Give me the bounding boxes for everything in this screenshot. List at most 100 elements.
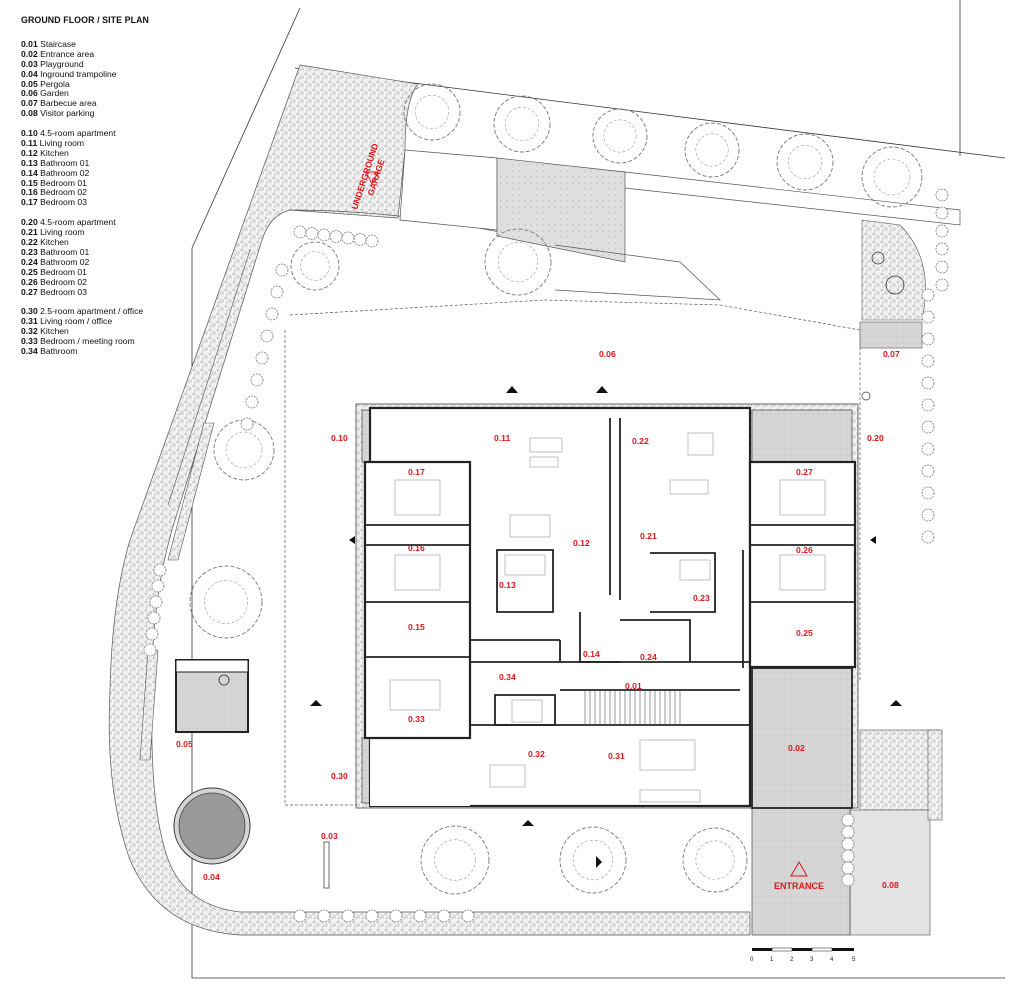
legend-code: 0.06 <box>21 88 38 99</box>
label-0-10: 0.10 <box>331 433 348 443</box>
tree-icon <box>684 122 740 178</box>
shrub-icon <box>329 230 343 243</box>
legend-room-name: Inground trampoline <box>40 68 117 79</box>
legend-code: 0.31 <box>21 316 38 327</box>
shrub-icon <box>921 288 935 302</box>
shrub-icon <box>240 417 254 431</box>
tree-icon <box>559 826 627 894</box>
legend-item: 0.02 Entrance area <box>21 49 221 60</box>
label-0-32: 0.32 <box>528 749 545 759</box>
shrub-icon <box>921 332 935 346</box>
barbecue-fixtures <box>871 251 905 295</box>
legend-item: 0.33 Bedroom / meeting room <box>21 336 221 347</box>
label-0-15: 0.15 <box>408 622 425 632</box>
inground-trampoline <box>173 787 251 865</box>
legend-item: 0.05 Pergola <box>21 78 221 90</box>
tree-canopy-inner <box>695 133 729 167</box>
legend-item: 0.24 Bathroom 02 <box>21 256 221 268</box>
scale-bar: 0 1 2 3 4 5 <box>750 947 856 963</box>
legend-code: 0.23 <box>21 246 38 257</box>
section-markers <box>310 386 902 868</box>
legend-item: 0.11 Living room <box>21 137 221 149</box>
shrub-icon <box>935 224 949 238</box>
legend-code: 0.32 <box>21 326 38 337</box>
shrub-icon <box>260 329 274 343</box>
shrub-icon <box>921 508 935 522</box>
shrub-icon <box>935 260 949 274</box>
tree-icon <box>484 228 552 296</box>
tree-canopy-inner <box>300 251 330 281</box>
shrub-icon <box>935 188 949 202</box>
tree-canopy-inner <box>572 839 614 881</box>
legend-room-name: Bathroom 01 <box>40 246 90 257</box>
label-0-33: 0.33 <box>408 714 425 724</box>
legend-code: 0.17 <box>21 197 38 208</box>
tree-canopy-inner <box>504 106 540 142</box>
label-0-31: 0.31 <box>608 751 625 761</box>
shrub-icon <box>841 849 855 863</box>
label-0-01: 0.01 <box>625 681 642 691</box>
legend-code: 0.11 <box>21 137 38 148</box>
garden-outline <box>284 299 861 806</box>
legend-room-name: Pergola <box>40 78 70 89</box>
shrub-icon <box>935 242 949 256</box>
playground-bar <box>323 841 330 889</box>
shrub-icon <box>921 486 935 500</box>
label-0-02: 0.02 <box>788 743 805 753</box>
legend-item: 0.21 Living room <box>21 227 221 238</box>
label-0-11: 0.11 <box>494 433 510 443</box>
tree-icon <box>420 825 490 895</box>
shrub-icon <box>365 234 379 248</box>
legend-code: 0.15 <box>21 177 38 188</box>
legend-room-name: Bedroom / meeting room <box>40 336 135 347</box>
building-interior <box>363 406 857 809</box>
entrance-arrow-icon <box>790 860 808 877</box>
legend-code: 0.24 <box>21 256 38 267</box>
legend-room-name: Living room <box>40 227 85 238</box>
scale-tick-3: 3 <box>810 957 814 963</box>
legend-room-name: Kitchen <box>40 147 69 158</box>
shrub-icon <box>149 595 163 609</box>
legend-code: 0.30 <box>21 306 38 317</box>
shrub-icon <box>293 909 307 923</box>
label-0-03: 0.03 <box>321 831 338 841</box>
legend-code: 0.04 <box>21 68 38 79</box>
legend-code: 0.03 <box>21 58 38 69</box>
legend-item: 0.15 Bedroom 01 <box>21 177 221 189</box>
tree-canopy-inner <box>204 580 248 624</box>
garage-arrow-icon <box>365 171 379 186</box>
shrub-icon <box>841 825 855 839</box>
legend-room-name: Bedroom 01 <box>40 177 87 188</box>
tree-canopy-inner <box>787 144 823 180</box>
pergola <box>175 659 249 733</box>
legend-room-name: Bedroom 01 <box>40 266 87 277</box>
legend-room-name: Bedroom 03 <box>40 286 87 297</box>
shrub-icon <box>143 643 157 657</box>
legend-item: 0.30 2.5-room apartment / office <box>21 306 221 317</box>
legend-room-name: Playground <box>40 58 84 69</box>
legend-code: 0.10 <box>21 128 38 139</box>
legend-room-name: Bathroom 02 <box>40 167 90 178</box>
shrub-icon <box>341 909 355 923</box>
shrub-icon <box>921 420 935 434</box>
scale-tick-4: 4 <box>830 957 834 963</box>
shrub-icon <box>145 627 159 641</box>
shrub-icon <box>921 464 935 478</box>
label-0-21: 0.21 <box>640 531 657 541</box>
label-0-34: 0.34 <box>499 672 516 682</box>
shrub-icon <box>341 231 355 245</box>
shrub-icon <box>921 376 935 390</box>
shrub-icon <box>153 563 167 577</box>
room-labels: 0.01 0.02 0.03 0.04 0.05 0.06 0.07 0.08 … <box>176 349 900 890</box>
legend-item: 0.17 Bedroom 03 <box>21 197 221 208</box>
legend-code: 0.16 <box>21 187 38 198</box>
legend-item: 0.06 Garden <box>21 88 221 99</box>
legend-code: 0.20 <box>21 217 38 228</box>
north-point-icon <box>861 391 871 401</box>
staircase-steps <box>584 690 681 725</box>
shrub-icon <box>353 233 367 246</box>
driveway-top <box>399 149 961 301</box>
